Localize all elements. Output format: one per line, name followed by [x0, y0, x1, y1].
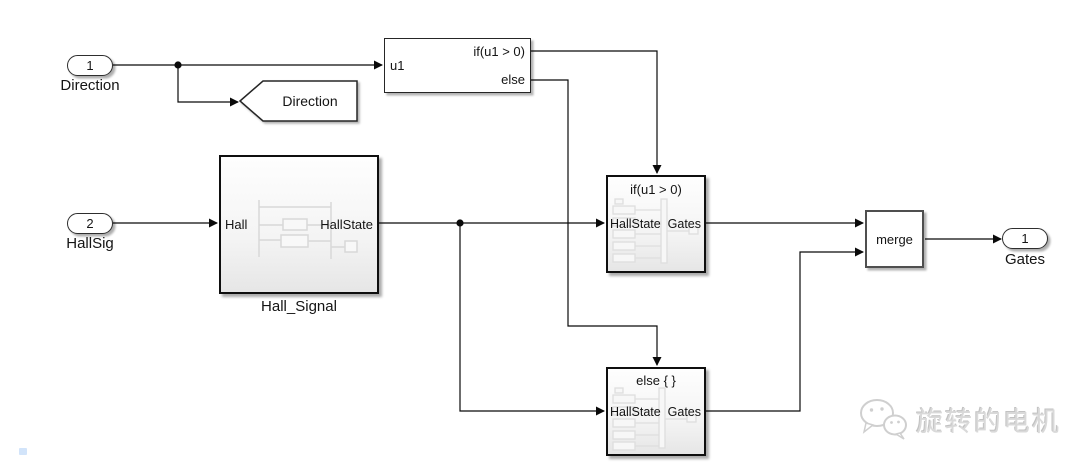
wire-elseaction-to-merge[interactable]	[705, 247, 864, 412]
hall-signal-subsystem[interactable]: Hall HallState	[219, 155, 379, 294]
wire-junction-dot	[174, 61, 182, 69]
watermark-text: 旋转的电机	[916, 406, 1061, 437]
if-action-output-port-label: Gates	[667, 217, 701, 231]
else-action-input-port-label: HallState	[610, 405, 661, 419]
wire-if-out-to-ifaction-trigger[interactable]	[530, 50, 662, 174]
if-action-subsystem[interactable]: if(u1 > 0) HallState Gates	[606, 175, 706, 273]
inport-direction[interactable]: 1	[67, 55, 113, 76]
if-action-title: if(u1 > 0)	[630, 182, 682, 197]
if-block-output-else-label: else	[501, 72, 525, 87]
goto-tag-direction-label: Direction	[282, 92, 338, 109]
outport-gates-label[interactable]: Gates	[1004, 251, 1046, 268]
wechat-icon	[860, 399, 907, 440]
inport-hallsig-number: 2	[86, 216, 94, 231]
else-action-title: else { }	[636, 373, 676, 388]
hall-signal-output-port-label: HallState	[320, 217, 373, 232]
outport-gates-number: 1	[1021, 231, 1029, 246]
outport-gates[interactable]: 1	[1002, 228, 1048, 249]
hall-signal-name-label[interactable]: Hall_Signal	[261, 298, 337, 315]
goto-tag-shape	[238, 80, 358, 122]
else-action-subsystem[interactable]: else { } HallState Gates	[606, 367, 706, 456]
wire-direction-branch-to-goto[interactable]	[177, 65, 239, 107]
if-block[interactable]: u1 if(u1 > 0) else	[384, 38, 531, 93]
if-action-ghost-preview	[612, 198, 699, 264]
if-block-input-label: u1	[390, 58, 405, 73]
merge-block-label: merge	[876, 231, 913, 247]
watermark: 旋转的电机	[858, 396, 1061, 442]
wire-junction-dot	[456, 219, 464, 227]
inport-hallsig-label[interactable]: HallSig	[66, 235, 114, 252]
wire-else-out-to-elseaction-trigger[interactable]	[530, 79, 662, 366]
goto-tag-direction[interactable]: Direction	[238, 79, 360, 125]
if-action-input-port-label: HallState	[610, 217, 661, 231]
inport-hallsig[interactable]: 2	[67, 213, 113, 234]
inport-direction-number: 1	[86, 58, 94, 73]
selection-artifact-dot	[19, 448, 27, 455]
else-action-output-port-label: Gates	[667, 405, 701, 419]
wire-hallstate-branch-to-elseaction[interactable]	[459, 223, 605, 416]
inport-direction-label[interactable]: Direction	[60, 77, 120, 94]
hall-signal-input-port-label: Hall	[225, 217, 248, 232]
if-block-output-if-label: if(u1 > 0)	[473, 44, 525, 59]
merge-block[interactable]: merge	[865, 210, 924, 268]
else-action-ghost-preview	[612, 387, 697, 451]
